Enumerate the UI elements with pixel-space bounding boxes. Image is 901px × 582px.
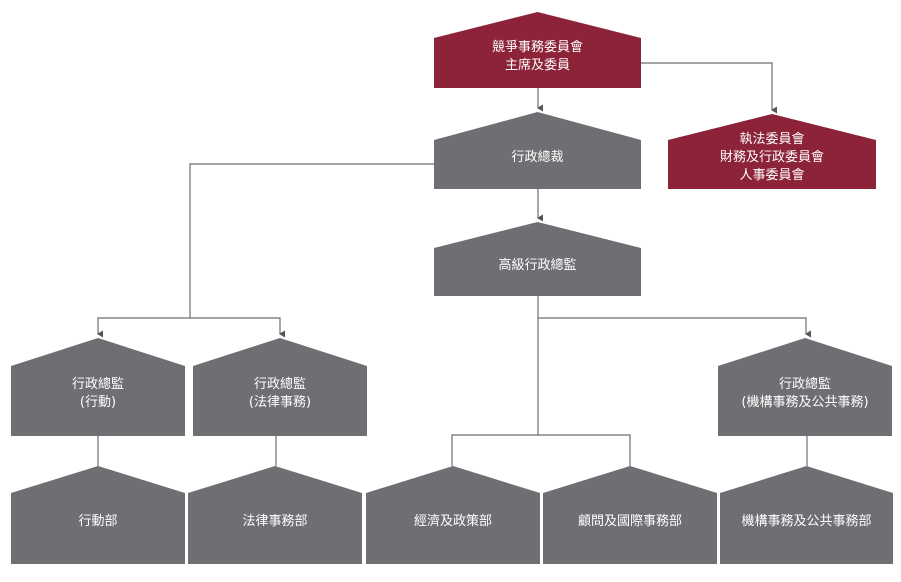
nodes — [11, 12, 893, 564]
node-shape-div-legal — [188, 466, 362, 564]
connectors — [97, 62, 811, 466]
node-shape-committees — [668, 114, 876, 189]
node-shape-senior-ed — [434, 222, 641, 296]
node-shape-ed-corporate — [718, 338, 892, 436]
node-shape-div-corporate — [720, 466, 893, 564]
node-shape-commission — [434, 12, 641, 88]
connector-ceo-to-ed-operations — [97, 163, 434, 338]
node-shape-ed-legal — [193, 338, 367, 436]
node-shape-div-advisory — [543, 466, 717, 564]
connector-ceo-to-ed-legal — [190, 317, 285, 338]
connector-senior-ed-to-ed-corporate — [537, 296, 811, 338]
connector-senior-ed-to-div-advisory — [538, 434, 631, 466]
connector-senior-ed-to-div-economics — [451, 318, 539, 466]
node-shape-div-economics — [366, 466, 540, 564]
node-shape-ed-operations — [11, 338, 185, 436]
node-shape-ceo — [434, 112, 641, 189]
node-shape-div-operations — [11, 466, 185, 564]
connector-commission-to-committees — [641, 62, 777, 114]
